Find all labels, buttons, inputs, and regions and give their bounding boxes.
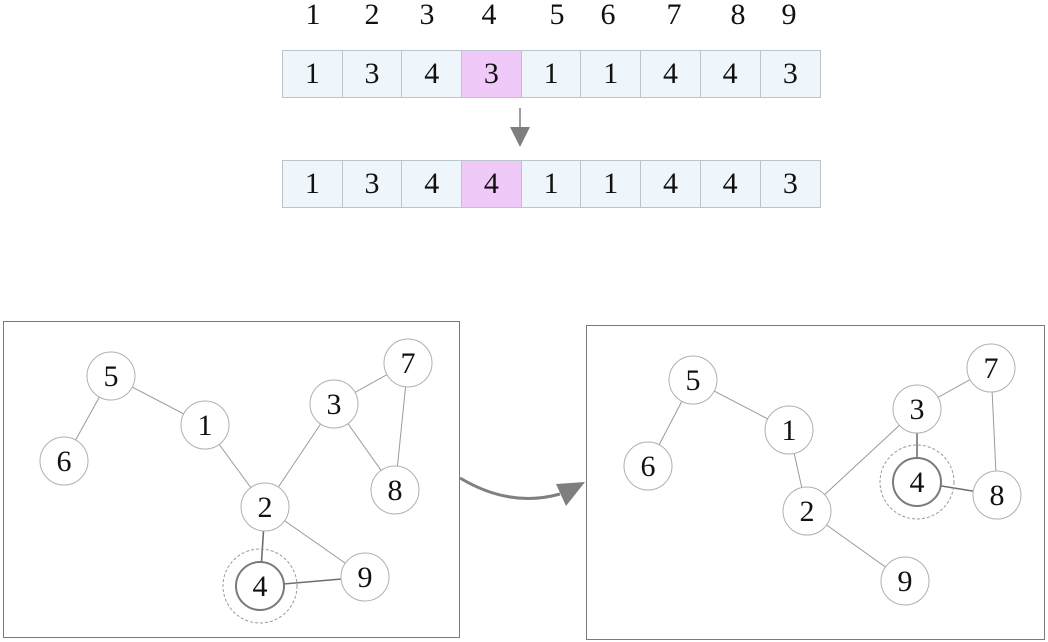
index-label: 6 [600, 0, 616, 31]
graph-node-label: 5 [104, 360, 119, 393]
graph-node-circle [880, 556, 930, 606]
graph-node-label: 3 [327, 388, 342, 421]
array-cell: 1 [283, 51, 343, 97]
array-cell: 3 [760, 161, 821, 207]
index-label: 4 [481, 0, 497, 31]
graph-node-label: 4 [253, 570, 268, 603]
array-cell: 3 [342, 51, 403, 97]
highlight-ring [879, 444, 955, 520]
graph-node-circle [340, 552, 390, 602]
down-arrow-head [510, 127, 530, 147]
array-cell-highlighted: 3 [462, 51, 522, 97]
graph-node-label: 8 [990, 479, 1005, 512]
array-cell: 4 [402, 161, 463, 207]
graph-node-label: 7 [401, 347, 416, 380]
index-label: 5 [549, 0, 565, 31]
graph-node-circle [309, 379, 359, 429]
graph-node-circle [668, 355, 718, 405]
graph-node-label: 6 [57, 445, 72, 478]
graph-edge [806, 408, 918, 512]
array-cell: 1 [283, 161, 343, 207]
index-label: 9 [781, 0, 797, 31]
graph-node-circle [39, 436, 89, 486]
transition-arrow-head [556, 482, 585, 506]
graph-node-label: 2 [800, 495, 815, 528]
array-cell: 3 [760, 51, 821, 97]
graph-node-circle [623, 441, 673, 491]
graph-node-circle [892, 384, 942, 434]
index-label: 1 [305, 0, 321, 31]
index-label: 2 [364, 0, 380, 31]
array-cell-highlighted: 4 [462, 161, 522, 207]
graph-node-circle [892, 457, 942, 507]
array-cell: 1 [521, 161, 582, 207]
graph-node-label: 4 [910, 466, 925, 499]
graph-node-circle [180, 400, 230, 450]
graph-node-label: 1 [782, 414, 797, 447]
graph-node-label: 9 [358, 561, 373, 594]
parent-array-after: 1 3 4 4 1 1 4 4 3 [282, 160, 822, 208]
index-label: 7 [666, 0, 682, 31]
graph-node-circle [782, 486, 832, 536]
index-label: 8 [730, 0, 746, 31]
graph-node-circle [240, 482, 290, 532]
array-cell: 1 [521, 51, 582, 97]
graph-node-label: 8 [388, 474, 403, 507]
array-cell: 4 [641, 161, 701, 207]
graph-node-label: 7 [984, 352, 999, 385]
array-cell: 4 [700, 51, 761, 97]
highlight-ring [222, 548, 298, 624]
transition-arrow-curve [459, 476, 561, 500]
graph-node-circle [383, 338, 433, 388]
graph-before: 5 6 1 3 7 8 2 4 9 [39, 338, 433, 624]
graph-node-circle [764, 405, 814, 455]
array-cell: 1 [581, 51, 642, 97]
array-cell: 4 [641, 51, 701, 97]
graph-node-label: 9 [898, 565, 913, 598]
graph-node-circle [370, 465, 420, 515]
array-cell: 4 [402, 51, 463, 97]
array-cell: 4 [700, 161, 761, 207]
parent-array-before: 1 3 4 3 1 1 4 4 3 [282, 50, 822, 98]
graph-node-circle [972, 470, 1022, 520]
graph-node-label: 3 [910, 393, 925, 426]
array-cell: 3 [342, 161, 403, 207]
graph-node-circle [86, 351, 136, 401]
graph-after: 5 6 1 3 7 4 8 2 9 [623, 343, 1022, 606]
graph-node-label: 5 [686, 364, 701, 397]
graph-node-label: 1 [198, 409, 213, 442]
graph-node-circle [235, 561, 285, 611]
index-label: 3 [419, 0, 435, 31]
graph-node-label: 2 [258, 491, 273, 524]
array-cell: 1 [581, 161, 642, 207]
graph-node-label: 6 [641, 450, 656, 483]
graph-node-circle [966, 343, 1016, 393]
